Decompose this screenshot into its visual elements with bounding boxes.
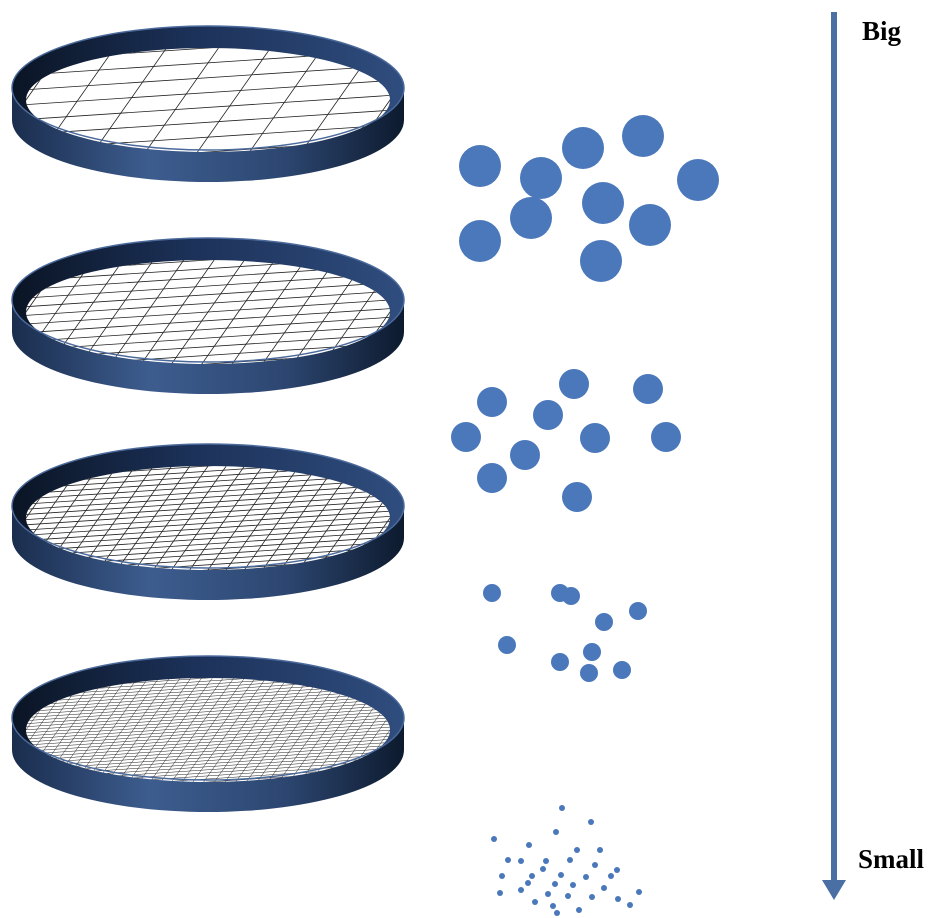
particle [545,891,551,897]
sieve-rim [12,300,404,394]
particle [595,613,613,631]
sieve-level-2 [11,237,405,394]
particle [459,220,501,262]
particle [583,874,589,880]
particle [451,422,481,452]
particle [518,887,524,893]
particle [558,872,564,878]
particle [601,885,607,891]
particle [559,805,565,811]
particle-group-2 [451,369,681,512]
particle [580,240,622,282]
scale-label-big: Big [862,16,902,46]
particle [505,857,511,863]
particle [459,145,501,187]
particle [533,400,563,430]
particle [580,423,610,453]
particle [491,836,497,842]
particle [550,903,556,909]
particle [498,636,516,654]
particle [629,204,671,246]
particle [613,661,631,679]
particle [583,643,601,661]
particle [499,873,505,879]
particle [574,847,580,853]
particle [565,893,571,899]
particle [589,894,595,900]
particle [510,197,552,239]
particle [532,899,538,905]
particle [477,387,507,417]
particle [520,157,562,199]
particle [540,866,546,872]
sieve-stack [11,25,405,812]
sieve-mesh-floor [26,48,390,152]
sieve-level-1 [11,25,405,182]
particle [629,602,647,620]
particle [562,482,592,512]
particle [497,890,503,896]
particle [580,664,598,682]
particle [477,463,507,493]
particle [518,858,524,864]
sieve-rim [12,88,404,182]
particle [510,440,540,470]
particle [553,829,559,835]
particle [559,369,589,399]
particle [614,867,620,873]
particle [677,159,719,201]
sieve-rim-edge [11,25,405,151]
particle [588,819,594,825]
sieve-rim-edge [11,237,405,363]
particle [551,653,569,671]
particle [597,847,603,853]
scale-label-small: Small [858,844,925,874]
particle-group-4 [491,805,642,916]
sieve-level-3 [11,443,405,600]
particle [567,857,573,863]
particle [582,182,624,224]
particle-group-3 [483,584,647,682]
particle [651,422,681,452]
scale-arrow-head [822,880,846,900]
sieve-level-4 [11,655,405,812]
particle [483,584,501,602]
size-scale-arrow [822,12,846,900]
particle [562,127,604,169]
particle [525,880,531,886]
sieve-rim-edge [11,655,405,781]
particle [526,842,532,848]
particle [529,873,535,879]
particle-group-1 [459,115,719,282]
particle-groups [451,115,719,916]
particle [554,910,560,916]
particle [552,881,558,887]
particle [615,896,621,902]
sieve-rim [12,718,404,812]
particle [576,907,582,913]
particle [562,587,580,605]
particle [543,858,549,864]
particle [636,889,642,895]
sieve-rim-edge [11,443,405,569]
particle [622,115,664,157]
particle [570,882,576,888]
sieve-rim [12,506,404,600]
particle [633,374,663,404]
particle [627,902,633,908]
particle [592,862,598,868]
particle [608,873,614,879]
